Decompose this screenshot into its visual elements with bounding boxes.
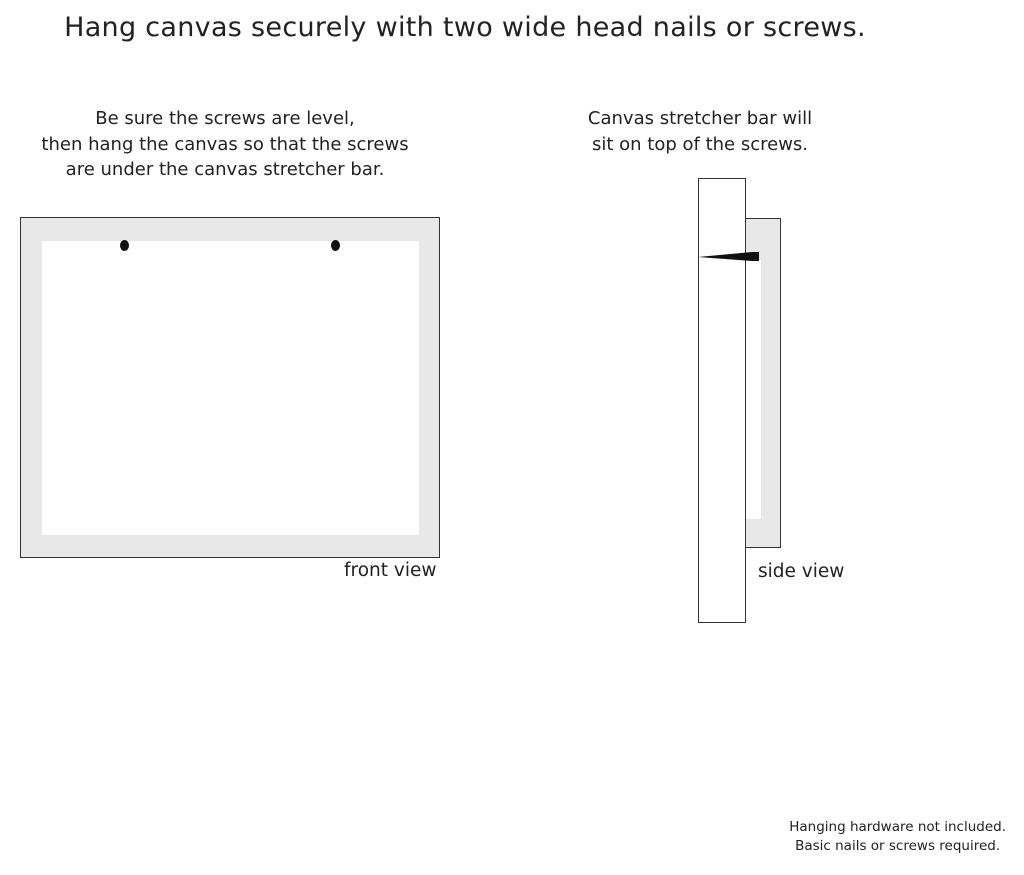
front-view: [20, 217, 440, 558]
side-caption-line: Canvas stretcher bar will: [587, 108, 813, 129]
front-canvas-face: [42, 241, 419, 535]
side-screw: [698, 252, 759, 261]
side-view-label: side view: [758, 561, 845, 582]
side-wall: [698, 178, 746, 623]
side-view-caption: Canvas stretcher bar will sit on top of …: [560, 106, 840, 157]
front-view-caption: Be sure the screws are level, then hang …: [20, 106, 430, 183]
hardware-note-line: Hanging hardware not included.: [789, 819, 1006, 835]
diagram-title: Hang canvas securely with two wide head …: [64, 12, 866, 43]
left-screw-head: [120, 240, 129, 251]
hardware-note-line: Basic nails or screws required.: [795, 838, 1001, 854]
side-caption-line: sit on top of the screws.: [591, 133, 809, 155]
front-caption-line: are under the canvas stretcher bar.: [65, 159, 385, 180]
front-view-label: front view: [344, 560, 437, 581]
right-screw-head: [331, 240, 340, 251]
side-stretcher-inner: [746, 260, 761, 519]
front-caption-line: then hang the canvas so that the screws: [41, 133, 409, 155]
hardware-note: Hanging hardware not included. Basic nai…: [789, 818, 1006, 856]
front-caption-line: Be sure the screws are level,: [95, 108, 355, 129]
side-view: [698, 178, 781, 623]
